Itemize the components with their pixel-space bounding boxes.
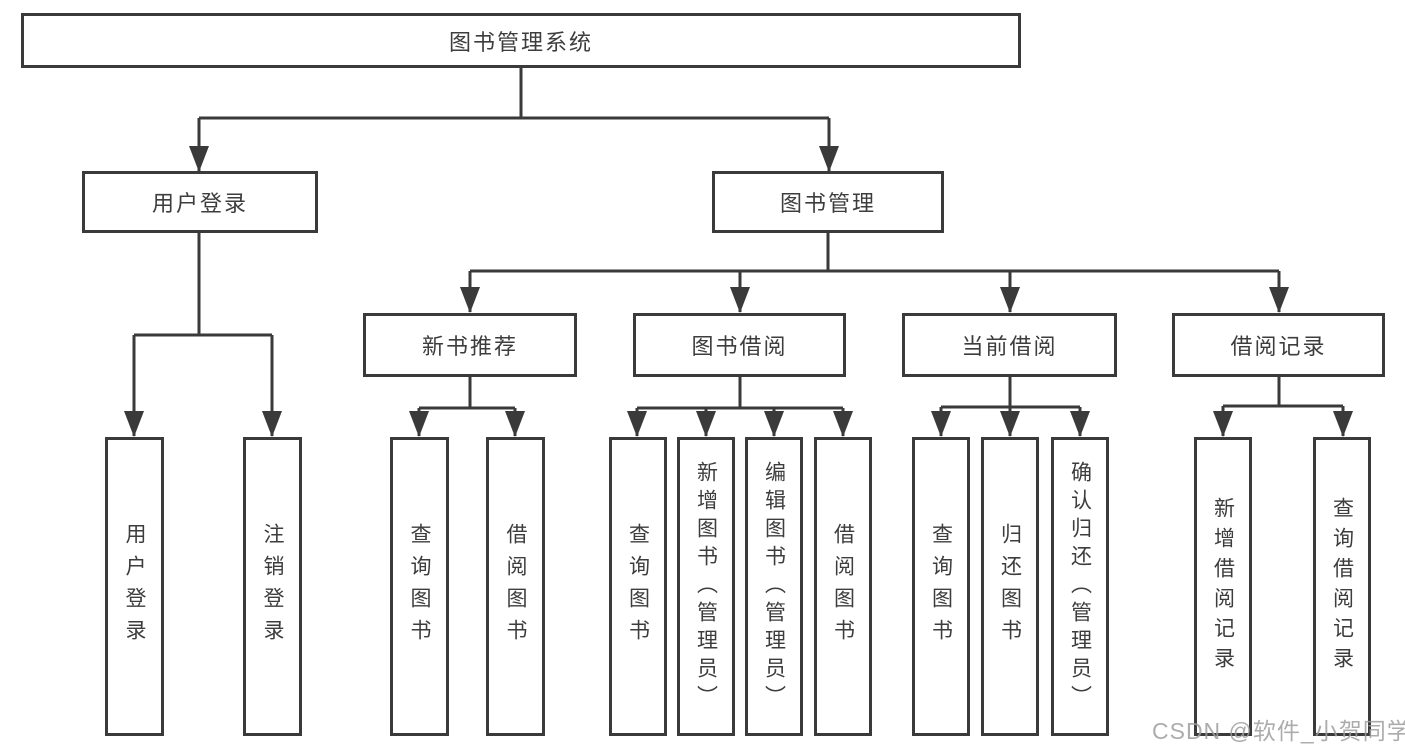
- leaf-query-book-2: 查询图书: [609, 437, 667, 736]
- leaf-add-borrow-record: 新增借阅记录: [1194, 437, 1252, 736]
- node-new-book-recommend: 新书推荐: [363, 313, 577, 377]
- leaf-user-login: 用户登录: [105, 437, 164, 736]
- tree-edges: [132, 68, 1345, 436]
- leaf-logout: 注销登录: [243, 437, 302, 736]
- node-book-management: 图书管理: [712, 171, 944, 233]
- leaf-confirm-return-admin: 确认归还（管理员）: [1051, 437, 1109, 736]
- leaf-borrow-book-2: 借阅图书: [814, 437, 872, 736]
- leaf-add-book-admin: 新增图书（管理员）: [677, 437, 735, 736]
- leaf-edit-book-admin: 编辑图书（管理员）: [745, 437, 803, 736]
- arrowheads: [124, 146, 1353, 437]
- leaf-query-borrow-record: 查询借阅记录: [1313, 437, 1371, 736]
- leaf-return-book: 归还图书: [981, 437, 1039, 736]
- leaf-query-book-1: 查询图书: [390, 437, 449, 736]
- leaf-query-book-3: 查询图书: [912, 437, 970, 736]
- node-current-borrow: 当前借阅: [902, 313, 1117, 377]
- node-library-management-system: 图书管理系统: [21, 13, 1021, 68]
- node-user-login: 用户登录: [82, 171, 318, 233]
- csdn-watermark: CSDN @软件_小贺同学: [1152, 718, 1405, 744]
- node-book-borrow: 图书借阅: [633, 313, 846, 377]
- node-borrow-record: 借阅记录: [1172, 313, 1385, 377]
- leaf-borrow-book-1: 借阅图书: [486, 437, 545, 736]
